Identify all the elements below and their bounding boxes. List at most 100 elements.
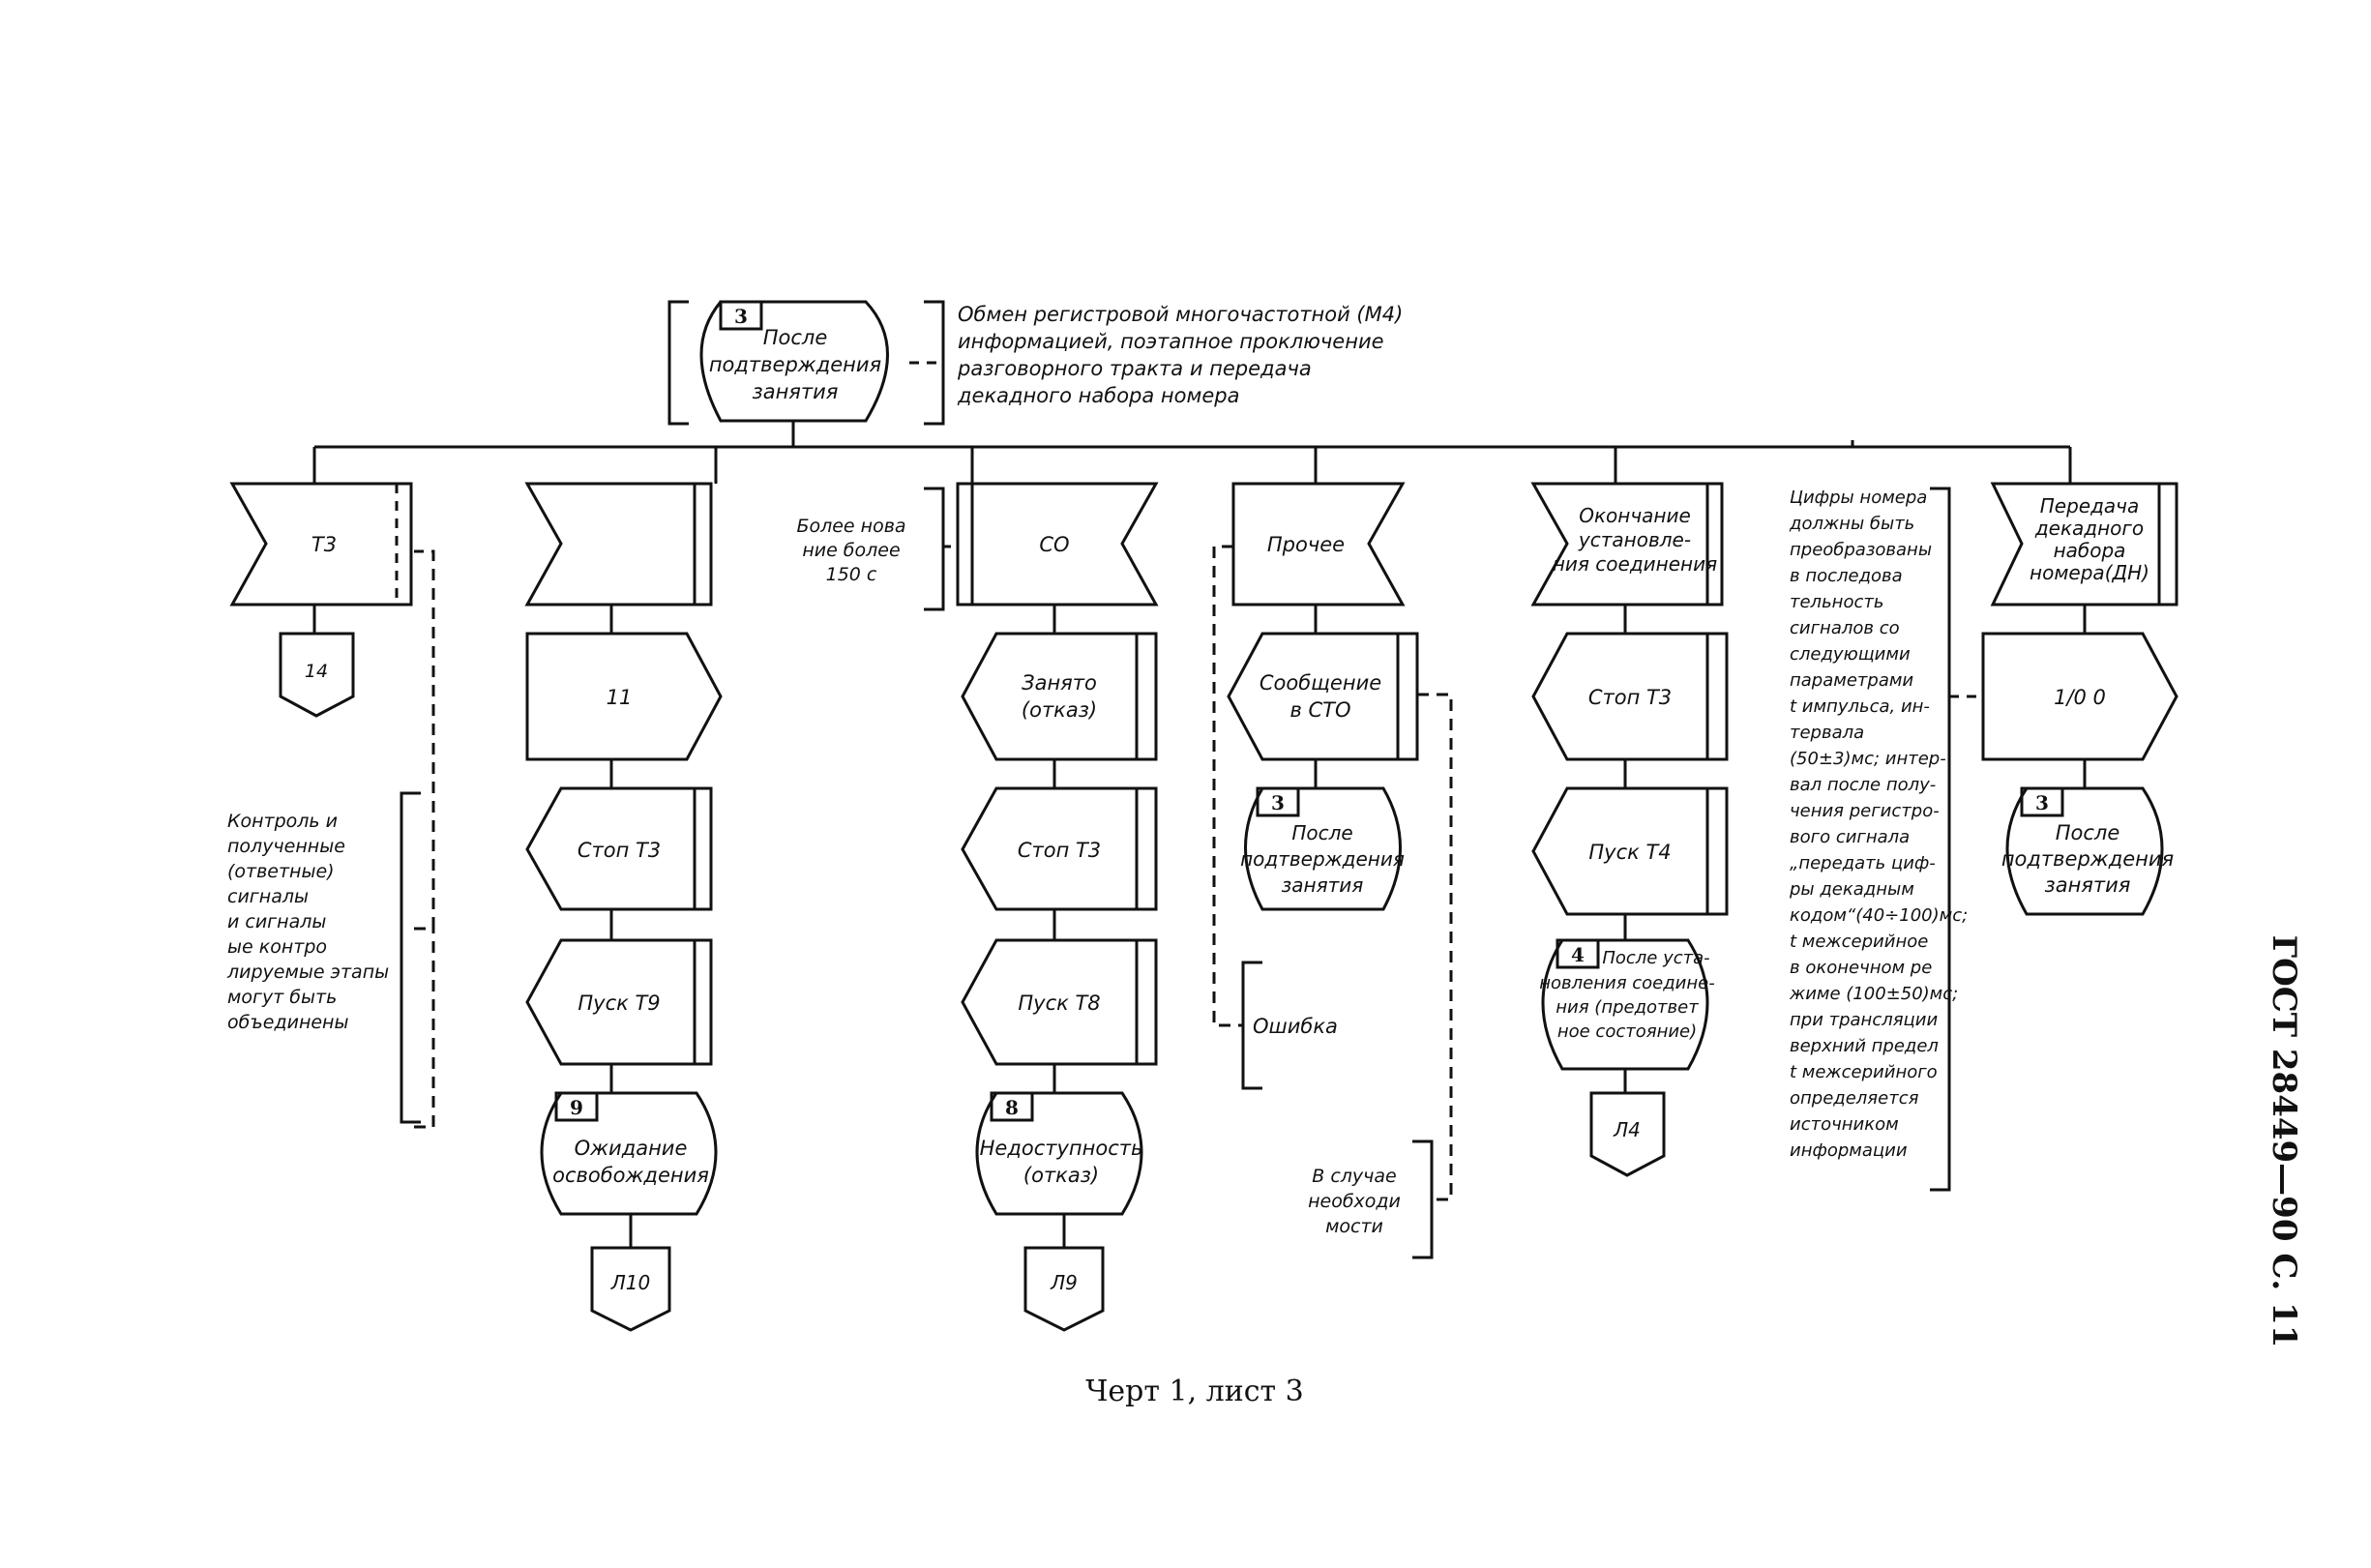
top-comment-line-2: информацией, поэтапное проключение xyxy=(958,330,1384,353)
c6-state-line-3: занятия xyxy=(2045,873,2131,897)
c1-input-label: Т3 xyxy=(311,533,337,556)
c6-comment-bracket xyxy=(1930,487,1951,1192)
c5-input-symbol xyxy=(1530,482,1724,606)
c4-case-line-2: необходи xyxy=(1308,1191,1401,1212)
c2-input-symbol xyxy=(524,482,713,606)
c1-comment-line-1: Контроль и xyxy=(227,811,338,832)
c4-case-line-1: В случае xyxy=(1312,1166,1396,1187)
top-state-block xyxy=(667,300,945,447)
top-state-line-2: подтверждения xyxy=(709,353,881,376)
c2-state-number-box xyxy=(554,1091,599,1122)
top-state-number-box xyxy=(719,300,763,331)
c4-case-bracket xyxy=(1412,1139,1434,1259)
c1-comment-line-5: и сигналы xyxy=(227,911,326,932)
top-state-line-3: занятия xyxy=(753,380,839,403)
column-4 xyxy=(1212,482,1453,1259)
c6-state-number-box xyxy=(2020,786,2064,817)
c2-task-label: 11 xyxy=(607,686,633,709)
c4-state-line-2: подтверждения xyxy=(1240,847,1405,871)
c6-comment-line-14: вого сигнала xyxy=(1790,827,1910,847)
top-comment-line-4: декадного набора номера xyxy=(957,384,1239,407)
c3-output-3-symbol xyxy=(961,938,1158,1066)
c6-comment-line-7: следующими xyxy=(1790,644,1911,665)
c1-comment-line-6: ые контро xyxy=(227,936,327,958)
c3-connector-label: Л9 xyxy=(1050,1271,1078,1294)
c5-output-1-label: Стоп Т3 xyxy=(1588,686,1672,709)
c6-comment-line-2: должны быть xyxy=(1789,514,1914,534)
c6-comment-line-15: „передать циф- xyxy=(1790,853,1936,873)
column-3 xyxy=(924,482,1159,1332)
c4-output-line-1: Сообщение xyxy=(1260,671,1381,695)
c4-error-label: Ошибка xyxy=(1253,1015,1338,1038)
c5-state-line-4: ное состояние) xyxy=(1557,1021,1697,1042)
c3-input-symbol xyxy=(956,482,1159,606)
c2-state-line-2: освобождения xyxy=(552,1164,709,1187)
c5-connector-symbol xyxy=(1589,1091,1666,1177)
c6-input-line-3: набора xyxy=(2054,539,2126,562)
c1-comment-line-2: полученные xyxy=(227,836,345,857)
c5-state-line-2: новления соедине- xyxy=(1539,973,1714,993)
c4-state-number-box xyxy=(1256,786,1300,817)
column-5 xyxy=(1530,482,1729,1177)
top-state-left-bracket xyxy=(667,300,689,426)
c5-output-2-label: Пуск Т4 xyxy=(1588,841,1671,864)
c3-output-1-line-2: (отказ) xyxy=(1022,698,1097,722)
c3-output-1-symbol xyxy=(961,632,1158,761)
c5-state-line-3: ния (предответ xyxy=(1556,997,1699,1018)
c4-case-line-3: мости xyxy=(1325,1216,1383,1237)
c3-state-line-2: (отказ) xyxy=(1023,1164,1099,1187)
c6-comment-line-4: в последова xyxy=(1790,566,1903,586)
c1-connector-symbol xyxy=(279,632,355,718)
c6-comment-line-17: кодом“(40÷100)мс; xyxy=(1790,905,1968,926)
c2-state-line-1: Ожидание xyxy=(575,1137,688,1160)
c6-comment-line-23: t межсерийного xyxy=(1790,1062,1938,1082)
column-6 xyxy=(1930,482,2178,1192)
c6-state-line-2: подтверждения xyxy=(2001,847,2174,871)
c4-case-dashed-line xyxy=(1417,693,1453,1201)
top-comment-line-1: Обмен регистровой многочастотной (М4) xyxy=(958,303,1403,326)
c6-comment-line-5: тельность xyxy=(1790,592,1883,612)
c2-output-2-label: Пуск Т9 xyxy=(578,991,660,1015)
c1-comment-line-9: объединены xyxy=(227,1012,348,1033)
c4-output-line-2: в СТО xyxy=(1289,698,1350,722)
c6-state-number: 3 xyxy=(2035,791,2049,814)
c5-input-line-2: установле- xyxy=(1578,528,1691,551)
c4-state-line-3: занятия xyxy=(1282,873,1364,897)
top-comment-line-3: разговорного тракта и передача xyxy=(957,357,1312,380)
branch-line xyxy=(312,440,2072,484)
c1-comment-line-4: сигналы xyxy=(227,886,309,907)
c3-side-comment-line-2: ние более xyxy=(802,540,900,561)
c6-comment-line-19: в оконечном ре xyxy=(1790,958,1932,978)
c3-output-3-label: Пуск Т8 xyxy=(1018,991,1100,1015)
c3-side-comment-line-1: Более нова xyxy=(796,516,905,537)
c1-input-symbol xyxy=(229,482,413,606)
c6-input-line-2: декадного xyxy=(2034,517,2144,540)
c6-comment-line-12: вал после полу- xyxy=(1790,775,1936,795)
c5-state-number: 4 xyxy=(1571,943,1585,966)
c1-comment-line-8: могут быть xyxy=(227,987,337,1008)
c6-state-symbol xyxy=(2005,786,2164,916)
top-state-line-1: После xyxy=(763,326,828,349)
c6-comment-line-26: информации xyxy=(1790,1140,1908,1161)
c6-input-line-1: Передача xyxy=(2040,494,2140,518)
c3-state-symbol xyxy=(975,1091,1143,1216)
c3-state-number-box xyxy=(990,1091,1034,1122)
c5-state-symbol xyxy=(1541,938,1709,1071)
side-reference: ГОСТ 28449—90 С. 11 xyxy=(2265,935,2303,1348)
c6-comment-line-13: чения регистро- xyxy=(1790,801,1940,821)
top-state-number: 3 xyxy=(734,305,748,328)
c3-side-comment-line-3: 150 с xyxy=(826,564,877,585)
c6-comment-line-9: t импульса, ин- xyxy=(1790,696,1930,717)
c4-error-bracket xyxy=(1241,961,1262,1090)
column-2 xyxy=(524,482,723,1332)
c6-comment-line-18: t межсерийное xyxy=(1790,932,1928,952)
c5-connector-label: Л4 xyxy=(1613,1118,1641,1141)
c6-comment-line-11: (50±3)мс; интер- xyxy=(1790,749,1946,769)
c3-output-2-symbol xyxy=(961,786,1158,911)
column-1 xyxy=(229,482,435,1129)
figure-caption: Черт 1, лист 3 xyxy=(1085,1375,1304,1408)
c3-output-2-label: Стоп Т3 xyxy=(1018,839,1101,862)
c4-state-symbol xyxy=(1244,786,1402,911)
c6-comment-line-20: жиме (100±50)мс; xyxy=(1789,984,1958,1004)
